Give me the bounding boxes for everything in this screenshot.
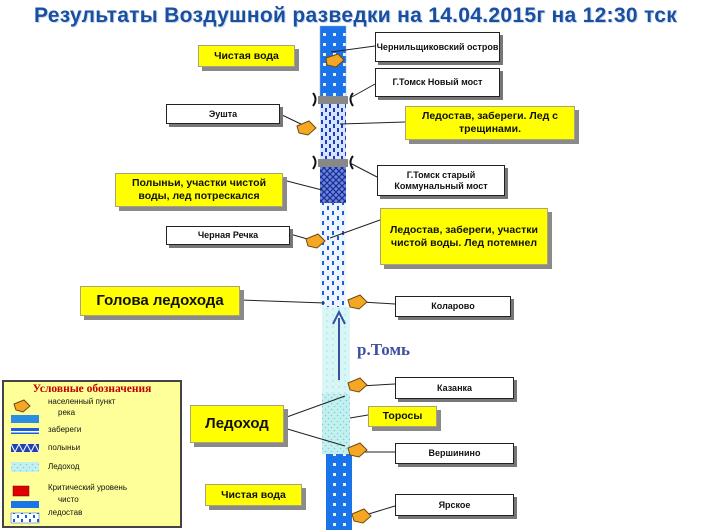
settlement-icon (347, 442, 368, 458)
note-freeze-darkened: Ледостав, забереги, участки чистой воды.… (380, 208, 548, 265)
settlement-icon (347, 377, 368, 393)
location-label: Эушта (166, 104, 280, 124)
legend-label: населенный пункт (48, 397, 116, 406)
river-label: р.Томь (357, 340, 411, 359)
clean-water-icon (11, 501, 39, 508)
location-label: Ярское (395, 494, 514, 516)
note-clean-water: Чистая вода (198, 45, 295, 67)
settlement-icon (296, 120, 317, 136)
note-polynyas: Полыньи, участки чистой воды, лед потрес… (115, 173, 283, 207)
page-title: Результаты Воздушной разведки на 14.04.2… (33, 4, 678, 27)
note-clean-water: Чистая вода (205, 484, 302, 506)
flow-arrow-icon (332, 309, 346, 380)
river-segment-freeze-2 (320, 203, 346, 307)
river-segment-freeze-1 (320, 100, 346, 162)
critical-level-icon (12, 485, 30, 497)
river-segment-polynya (320, 165, 346, 203)
location-label: Г.Томск старый Коммунальный мост (377, 165, 505, 196)
old-bridge-icon (312, 155, 354, 170)
river-segment-clean-bottom (326, 454, 352, 530)
settlement-icon (13, 399, 31, 413)
new-bridge-icon (312, 92, 354, 107)
polynya-icon (10, 442, 40, 454)
location-label: Чернильщиковский остров (375, 32, 500, 62)
location-label: Вершинино (395, 443, 514, 464)
note-ice-head: Голова ледохода (80, 286, 240, 316)
legend-title: Условные обозначения (32, 383, 152, 395)
legend-label: Ледоход (48, 462, 80, 471)
legend-label: ледостав (48, 508, 83, 517)
location-label: Г.Томск Новый мост (375, 68, 500, 97)
legend-label: забереги (48, 425, 82, 434)
legend-label: Критический уровень (48, 483, 127, 492)
connector-lines (239, 45, 406, 517)
note-freeze-cracks: Ледостав, забереги. Лед с трещинами. (405, 106, 575, 140)
legend-label: река (58, 408, 76, 417)
location-label: Коларово (395, 296, 511, 317)
river-segment-drift (322, 394, 350, 454)
settlement-icon (325, 53, 345, 68)
legend-symbols (10, 399, 40, 524)
legend-label: полыньи (48, 443, 81, 452)
freeze-up-icon (10, 512, 40, 524)
note-ice-drift: Ледоход (190, 405, 284, 443)
legend: Условные обозначения населенный пункт ре… (2, 380, 182, 528)
legend-label: чисто (58, 495, 79, 504)
ice-drift-icon (11, 462, 39, 472)
river-icon (11, 415, 39, 423)
settlement-icon (305, 233, 326, 249)
location-label: Черная Речка (166, 226, 290, 245)
settlement-icon (351, 508, 372, 524)
note-hummocks: Торосы (368, 406, 437, 427)
settlement-icon (347, 294, 368, 310)
location-label: Казанка (395, 377, 514, 399)
river-segment-drift-light (322, 307, 350, 394)
